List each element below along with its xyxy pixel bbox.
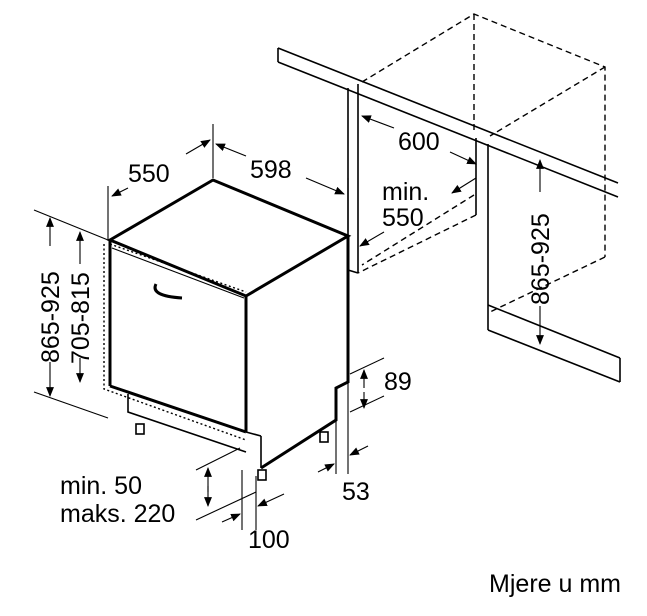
cabinet-niche	[277, 13, 621, 383]
niche-depth-label-2: 550	[382, 204, 424, 232]
depth-dimension	[107, 124, 214, 240]
dishwasher	[103, 178, 352, 481]
niche-width-dimension	[361, 115, 477, 165]
depth-label: 550	[128, 160, 170, 188]
plinth-gap-label-2: maks. 220	[60, 500, 175, 528]
door-height-label: 705-815	[67, 272, 95, 364]
niche-width-label: 600	[398, 128, 440, 156]
plinth-gap-label-1: min. 50	[60, 472, 142, 500]
plinth-gap-dimension	[195, 447, 257, 521]
plinth-depth-label: 100	[248, 526, 290, 554]
plinth-offset-dimension	[317, 382, 369, 474]
niche-height-label: 865-925	[527, 213, 555, 305]
plinth-offset-label: 53	[342, 478, 370, 506]
units-caption: Mjere u mm	[489, 570, 621, 598]
height-label: 865-925	[37, 271, 65, 363]
plinth-height-label: 89	[384, 368, 412, 396]
niche-depth-dimension	[359, 177, 477, 247]
height-dimension	[33, 209, 109, 419]
width-dimension	[215, 143, 349, 232]
plinth-depth-dimension	[221, 470, 285, 530]
width-label: 598	[250, 156, 292, 184]
niche-depth-label-1: min.	[382, 178, 429, 206]
plinth-height-dimension	[349, 357, 385, 413]
